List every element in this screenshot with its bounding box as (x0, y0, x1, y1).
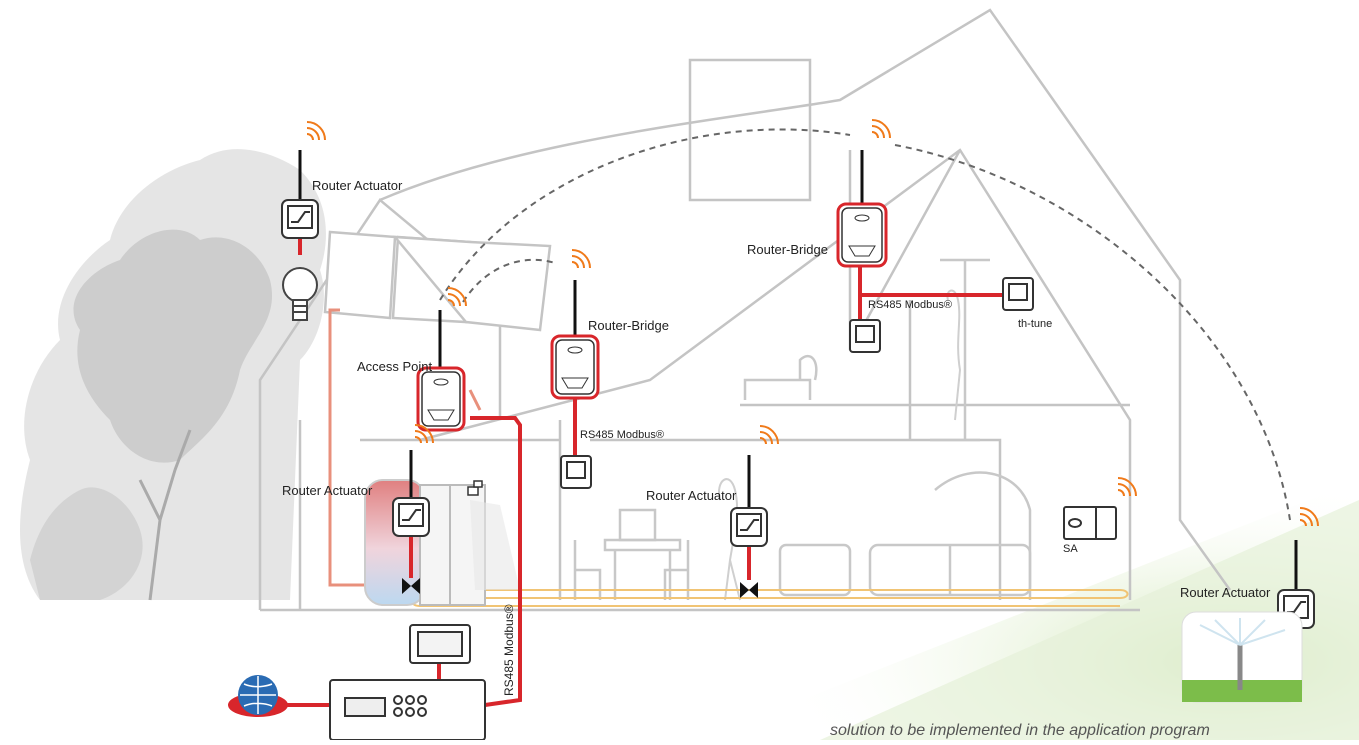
tree-illustration (20, 149, 326, 600)
label-router-actuator-boiler: Router Actuator (282, 483, 372, 498)
label-router-actuator-living: Router Actuator (646, 488, 736, 503)
label-router-bridge-upper: Router-Bridge (747, 242, 828, 257)
internet-globe-icon (228, 675, 288, 717)
sprinkler-illustration (1182, 612, 1302, 702)
label-router-actuator-garden: Router Actuator (1180, 585, 1270, 600)
caption: solution to be implemented in the applic… (830, 722, 1210, 740)
label-rs485-vertical: RS485 Modbus® (502, 604, 516, 696)
router-bridge-center-device (552, 280, 598, 398)
label-router-bridge-center: Router-Bridge (588, 318, 669, 333)
plc-controller (330, 625, 485, 740)
label-rs485-center: RS485 Modbus® (580, 429, 664, 441)
people-silhouettes (719, 291, 960, 600)
label-router-actuator-tree: Router Actuator (312, 178, 402, 193)
solar-panels (325, 232, 550, 330)
label-th-tune: th-tune (1018, 318, 1052, 330)
boiler-cabinet (420, 485, 520, 605)
thermostat-devices (561, 278, 1033, 488)
signal-icons (307, 120, 1318, 526)
label-access-point: Access Point (357, 359, 432, 374)
label-sa: SA (1063, 543, 1078, 555)
router-bridge-upper-device (838, 150, 886, 266)
sa-device (1064, 507, 1116, 539)
label-rs485-upper: RS485 Modbus® (868, 299, 952, 311)
